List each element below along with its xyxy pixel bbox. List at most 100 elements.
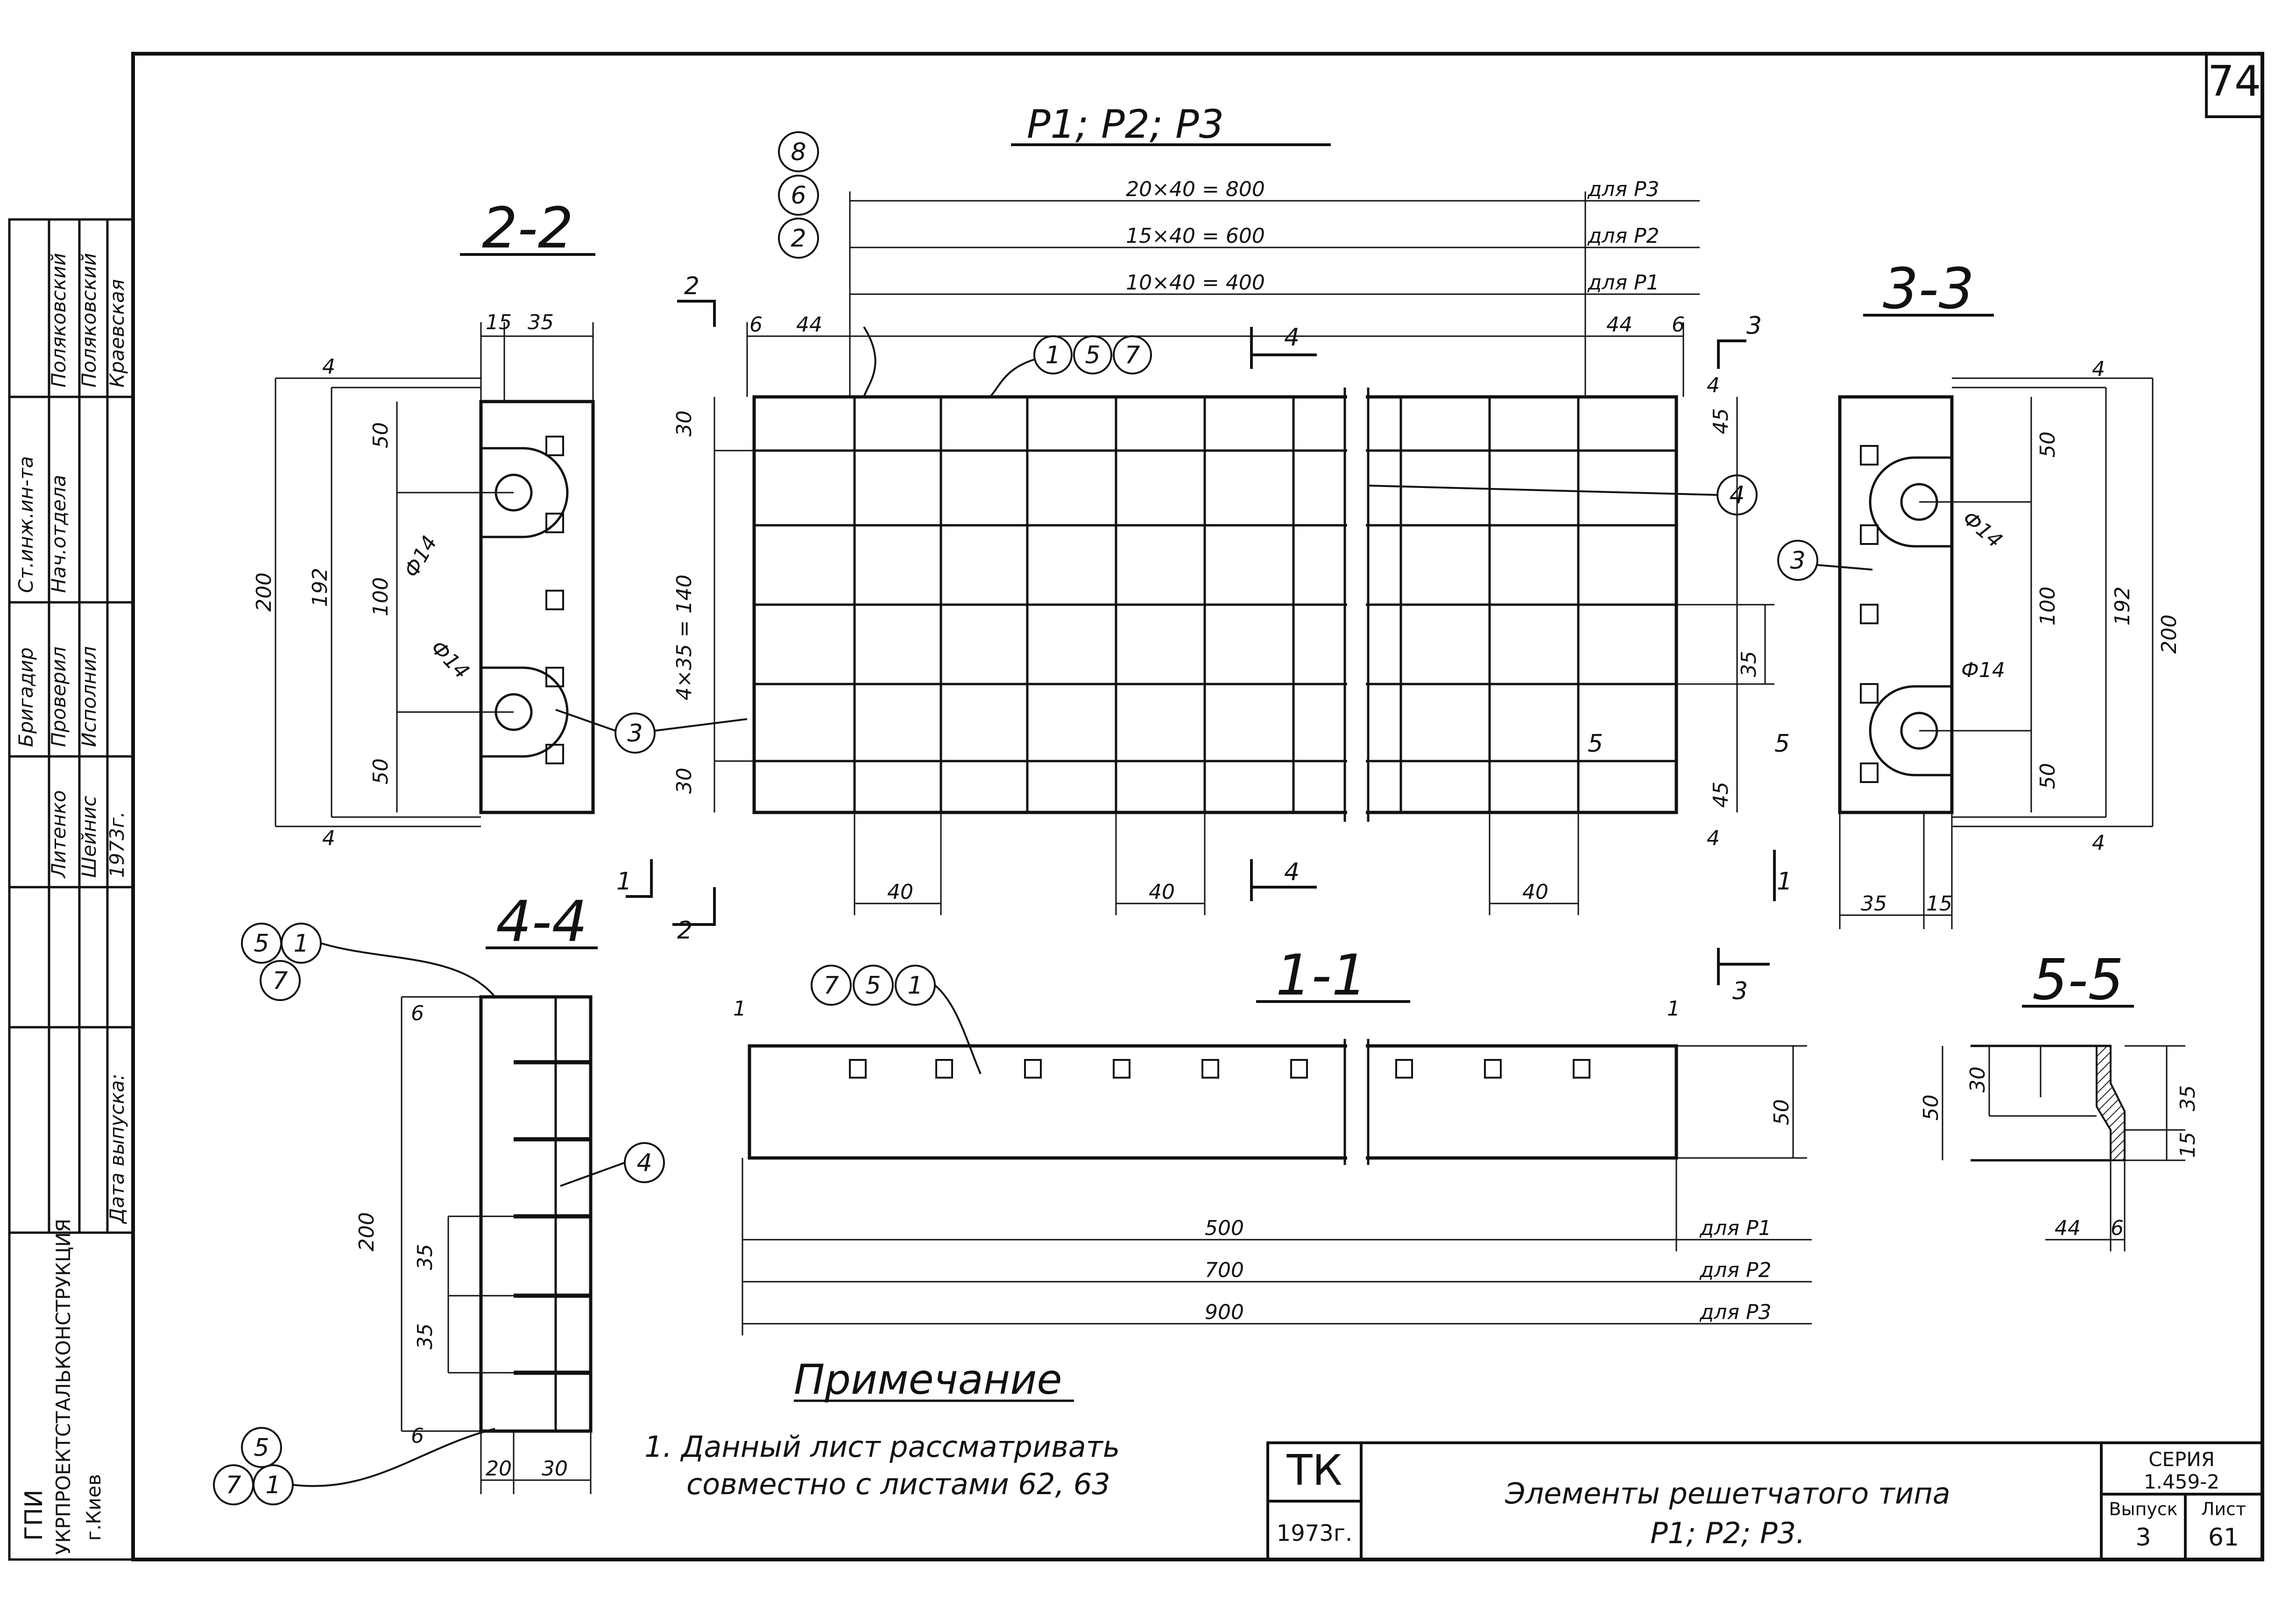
section-1-1-title: 1-1 — [1276, 943, 1367, 1008]
s33-callout-3: 3 — [1790, 547, 1805, 575]
plan-break — [1343, 388, 1370, 822]
label-for-p1: для Р1 — [1587, 271, 1660, 295]
plan-dimensions — [714, 397, 1774, 915]
s44-dim-6-bottom: 6 — [411, 1424, 424, 1448]
s55-dim-6: 6 — [2111, 1216, 2124, 1240]
s11-callout-1: 1 — [907, 972, 923, 1000]
stamp-name-5: Краевская — [106, 279, 128, 388]
s44-callout-5-top: 5 — [254, 930, 269, 958]
marker-3-top: 3 — [1746, 312, 1762, 340]
s44-callout-5-bottom: 5 — [254, 1434, 269, 1462]
s33-dim-4-top: 4 — [2092, 357, 2105, 381]
note-line-1: 1. Данный лист рассматривать — [644, 1430, 1120, 1464]
s33-dim-192: 192 — [2111, 586, 2134, 626]
s33-dim-4-bottom: 4 — [2092, 831, 2105, 855]
section-1-1-dimensions — [742, 1045, 1812, 1335]
s55-dim-50: 50 — [1919, 1094, 1943, 1121]
s33-callout-3-leader — [1817, 564, 1873, 571]
marker-4-bottom: 4 — [1284, 858, 1300, 886]
s44-callout-4: 4 — [636, 1149, 652, 1177]
section-4-4-title: 4-4 — [496, 889, 587, 954]
label-for-p3: для Р3 — [1587, 177, 1660, 201]
s55-dim-30: 30 — [1966, 1066, 1990, 1093]
s22-callout-3-leader — [555, 709, 616, 732]
title-block-name-1: Элементы решетчатого типа — [1505, 1476, 1950, 1510]
callout-2: 2 — [791, 225, 806, 253]
section-1-1-view — [748, 1044, 1678, 1160]
section-3-3-view — [1838, 395, 1954, 814]
title-block-sheet: 61 — [2208, 1524, 2239, 1552]
sheet-number: 74 — [2208, 57, 2261, 106]
plan-dim-45-top: 45 — [1709, 408, 1733, 434]
title-block — [1266, 1441, 2264, 1561]
stamp-org-1: ГПИ — [20, 1489, 48, 1541]
stamp-role-3: Бригадир — [14, 647, 37, 747]
marker-5-right: 5 — [1774, 730, 1790, 758]
s22-dim-35: 35 — [528, 311, 554, 334]
s22-dim-192: 192 — [308, 568, 332, 607]
stamp-role-2: Нач.отдела — [47, 475, 70, 593]
marker-5-left: 5 — [1588, 730, 1603, 758]
stamp-date: 1973г. — [106, 812, 128, 878]
dim-6-left: 6 — [749, 313, 763, 337]
section-5-5-view — [1971, 1044, 2126, 1162]
plan-callout-7: 7 — [1124, 341, 1140, 369]
s11-dim-1-right: 1 — [1667, 997, 1680, 1021]
s55-dim-15: 15 — [2176, 1132, 2200, 1158]
s22-dim-4-top: 4 — [322, 355, 335, 379]
stamp-name-1: Литенко — [47, 790, 70, 879]
s44-callouts — [213, 923, 665, 1505]
s11-dim-50: 50 — [1770, 1099, 1794, 1125]
s44-dim-6-top: 6 — [411, 1002, 424, 1025]
section-2-2-title: 2-2 — [482, 196, 573, 261]
section-3-3-dimensions — [1839, 377, 2154, 929]
s11-dim-500: 500 — [1205, 1216, 1244, 1240]
section-2-2-view — [479, 400, 595, 814]
label-for-p2: для Р2 — [1587, 224, 1660, 248]
callout-8: 8 — [791, 138, 806, 166]
marker-2-top: 2 — [684, 272, 699, 300]
stamp-name-3: Поляковский — [47, 253, 70, 388]
plan-dim-40-a: 40 — [887, 880, 913, 904]
plan-callout-4: 4 — [1729, 481, 1745, 509]
dim-p3-length: 20×40 = 800 — [1126, 177, 1265, 201]
marker-1-right: 1 — [1777, 868, 1792, 896]
s11-label-for-p1: для Р1 — [1699, 1216, 1772, 1240]
s22-dim-50-top: 50 — [369, 422, 393, 448]
section-4-4-view — [479, 995, 593, 1433]
s11-callouts — [811, 965, 982, 1074]
plan-dim-4-top: 4 — [1707, 374, 1720, 397]
marker-4-top: 4 — [1284, 324, 1300, 352]
plan-callout-1: 1 — [1045, 341, 1060, 369]
s11-callout-7: 7 — [823, 972, 839, 1000]
marker-2-bottom: 2 — [677, 917, 692, 945]
stamp-name-2: Шейнис — [78, 796, 100, 878]
plan-dim-45-bottom: 45 — [1709, 782, 1733, 808]
s11-dim-1-left: 1 — [733, 997, 746, 1021]
s44-dim-35-a: 35 — [413, 1244, 437, 1270]
dim-p2-length: 15×40 = 600 — [1126, 224, 1265, 248]
stamp-date-label: Дата выпуска: — [106, 1073, 128, 1224]
main-title: Р1; Р2; Р3 — [1027, 101, 1224, 147]
s22-phi14-b: Ф14 — [426, 636, 473, 684]
s44-callout-7-top: 7 — [272, 967, 288, 995]
plan-dim-35: 35 — [1737, 651, 1761, 677]
note-line-2: совместно с листами 62, 63 — [686, 1467, 1110, 1501]
plan-dim-4x35: 4×35 = 140 — [672, 574, 696, 700]
note-heading: Примечание — [794, 1355, 1062, 1404]
side-stamp-text: Ст.инж.ин-та Нач.отдела Бригадир Провери… — [14, 253, 128, 1555]
dim-44-left: 44 — [796, 313, 822, 337]
s22-callout-3-circle — [615, 713, 656, 754]
s11-label-for-p3: для Р3 — [1699, 1300, 1772, 1324]
s22-callout-3: 3 — [627, 720, 643, 748]
s11-dim-900: 900 — [1205, 1300, 1244, 1324]
marker-3-bottom: 3 — [1732, 977, 1748, 1005]
title-block-series-label: СЕРИЯ — [2148, 1448, 2215, 1471]
plan-dim-30-top: 30 — [672, 410, 696, 437]
title-block-year: 1973г. — [1277, 1520, 1353, 1546]
callouts-top — [778, 131, 819, 259]
top-dimensions — [746, 191, 1700, 397]
s33-phi14-a: Ф14 — [1958, 506, 2007, 552]
s44-dim-30: 30 — [542, 1457, 568, 1481]
title-block-tk: ТК — [1286, 1446, 1342, 1495]
